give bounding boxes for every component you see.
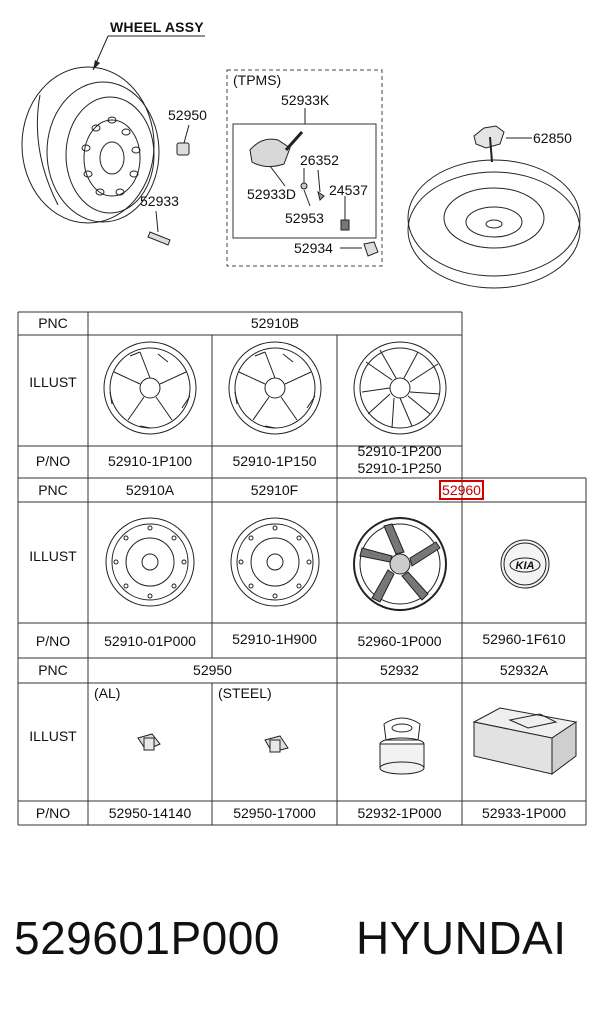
pno-52950-14140[interactable]: 52950-14140 [108,805,192,821]
callout-52934[interactable]: 52934 [294,240,333,256]
parts-table-grid [17,311,587,826]
row-header-pnc: PNC [38,662,68,678]
pnc-52950[interactable]: 52950 [193,662,232,678]
callout-62850[interactable]: 62850 [533,130,572,146]
sub-label-steel: (STEEL) [218,685,272,701]
lug-nut-al-illust [137,733,161,751]
wheel-assy-title: WHEEL ASSY [110,19,204,35]
row-header-pno: P/NO [35,805,71,821]
steel-wheel-illust-2 [230,517,320,607]
lug-nut-drawing [176,124,190,156]
pno-52910-1P150[interactable]: 52910-1P150 [232,453,317,469]
tpms-group-label: (TPMS) [233,72,282,88]
pnc-52932A[interactable]: 52932A [499,662,549,678]
lug-nut-steel-illust [264,735,289,753]
callout-52933D[interactable]: 52933D [247,186,297,202]
pno-52910-1P200[interactable]: 52910-1P200 [357,443,442,459]
pno-52960-1P000[interactable]: 52960-1P000 [357,633,442,649]
tire-mobility-kit-52932-illust [379,717,425,775]
callout-24537[interactable]: 24537 [329,182,368,198]
steel-wheel-drawing [21,66,160,224]
row-header-pno: P/NO [35,453,71,469]
footer-part-number: 529601P000 [14,912,280,964]
pno-52933-1P000[interactable]: 52933-1P000 [481,805,567,821]
pno-52950-17000[interactable]: 52950-17000 [233,805,316,821]
pno-52910-01P000[interactable]: 52910-01P000 [104,633,196,649]
callout-52953[interactable]: 52953 [285,210,324,226]
row-header-illust: ILLUST [29,374,77,390]
pnc-52960-highlighted[interactable]: 52960 [439,480,484,500]
pno-52910-1P100[interactable]: 52910-1P100 [107,453,193,469]
tire-mobility-kit-52932A-illust [472,707,578,775]
callout-26352[interactable]: 26352 [300,152,339,168]
alloy-wheel-illust-2 [228,341,322,435]
row-header-pnc: PNC [38,482,68,498]
spare-tire-bolt-drawing [473,125,532,163]
callout-52933[interactable]: 52933 [140,193,179,209]
steel-wheel-illust-1 [105,517,195,607]
spare-tire-drawing [407,159,581,289]
pno-52910-1H900[interactable]: 52910-1H900 [232,631,317,647]
callout-52933K[interactable]: 52933K [281,92,330,108]
row-header-illust: ILLUST [29,548,77,564]
sub-label-al: (AL) [94,685,121,701]
row-header-pnc: PNC [38,315,68,331]
callout-52950[interactable]: 52950 [168,107,207,123]
kia-emblem-text: KIA [515,560,535,572]
wheel-center-cap-emblem-illust [500,539,550,589]
valve-stem-drawing [147,210,171,246]
pno-52960-1F610[interactable]: 52960-1F610 [482,631,566,647]
pno-52910-1P250[interactable]: 52910-1P250 [357,460,442,476]
row-header-pno: P/NO [35,633,71,649]
pnc-52932[interactable]: 52932 [380,662,419,678]
pno-52932-1P000[interactable]: 52932-1P000 [357,805,442,821]
pnc-52910A[interactable]: 52910A [125,482,175,498]
pnc-52960-cell: 52960 [337,480,586,500]
pnc-52910F[interactable]: 52910F [250,482,299,498]
pnc-52910B[interactable]: 52910B [250,315,300,331]
row-header-illust: ILLUST [29,728,77,744]
alloy-wheel-52960-illust [353,517,447,611]
footer-brand: HYUNDAI [356,912,567,964]
tpms-sensor-drawing [249,131,304,187]
alloy-wheel-illust-3 [353,341,447,435]
alloy-wheel-illust-1 [103,341,197,435]
